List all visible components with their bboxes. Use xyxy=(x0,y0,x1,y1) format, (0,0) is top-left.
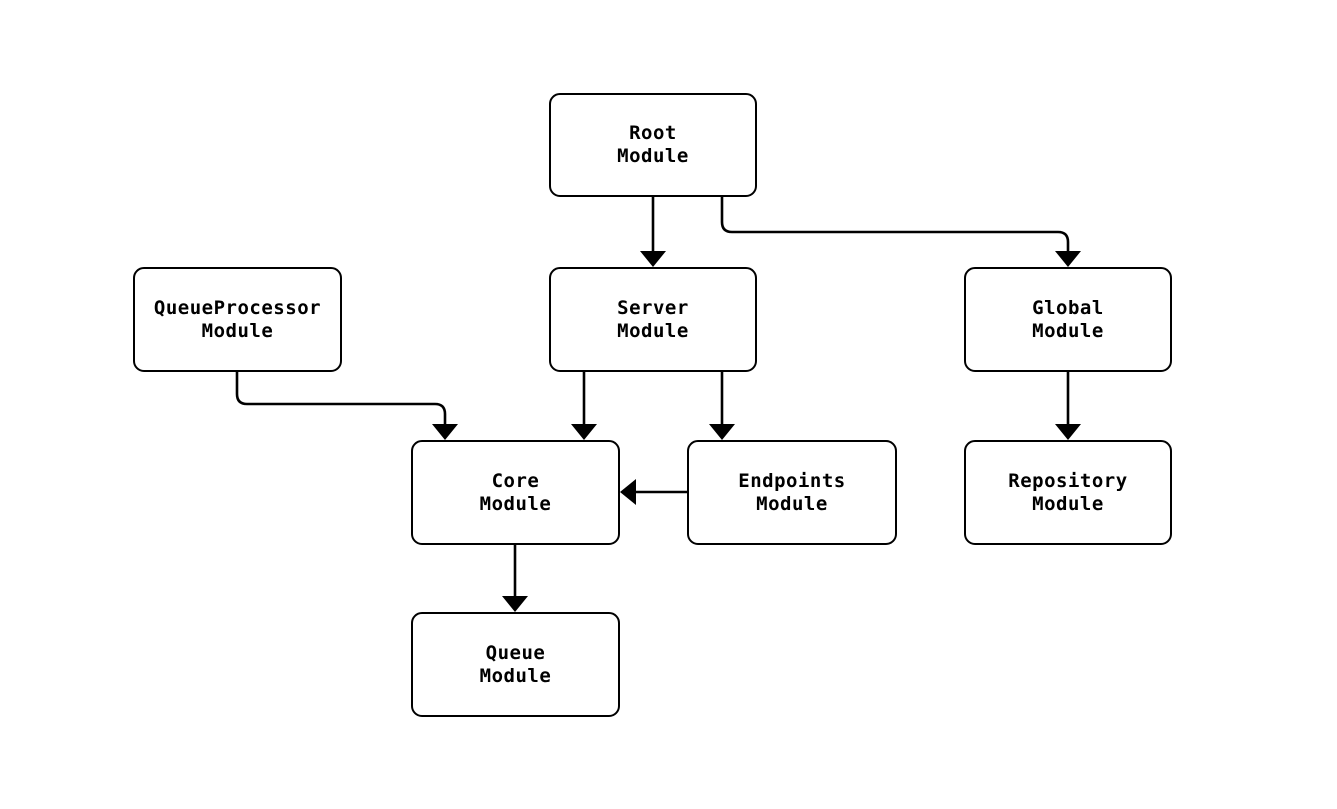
node-queueprocessor-module: QueueProcessor Module xyxy=(133,267,342,372)
node-label-line: Module xyxy=(1032,492,1104,515)
node-label-line: Core xyxy=(491,469,540,492)
edge-root-to-server xyxy=(640,197,666,267)
edge-server-to-core xyxy=(571,372,597,440)
edge-root-to-global xyxy=(720,197,1081,267)
edge-server-to-endpoints xyxy=(709,372,735,440)
node-label-line: Server xyxy=(617,296,689,319)
node-label-line: Repository xyxy=(1008,469,1128,492)
edge-global-to-repository xyxy=(1055,372,1081,440)
node-server-module: Server Module xyxy=(549,267,757,372)
node-repository-module: Repository Module xyxy=(964,440,1172,545)
node-endpoints-module: Endpoints Module xyxy=(687,440,897,545)
node-label-line: Module xyxy=(617,319,689,342)
node-label-line: Module xyxy=(1032,319,1104,342)
node-queue-module: Queue Module xyxy=(411,612,620,717)
node-root-module: Root Module xyxy=(549,93,757,197)
node-global-module: Global Module xyxy=(964,267,1172,372)
node-label-line: QueueProcessor xyxy=(153,296,322,319)
node-label-line: Module xyxy=(479,492,552,515)
node-label-line: Module xyxy=(479,664,552,687)
node-core-module: Core Module xyxy=(411,440,620,545)
node-label-line: Queue xyxy=(485,641,546,664)
node-label-line: Endpoints xyxy=(738,469,846,492)
edge-endpoints-to-core xyxy=(620,479,687,505)
node-label-line: Module xyxy=(617,145,689,167)
edge-queueprocessor-to-core xyxy=(235,372,458,440)
node-label-line: Module xyxy=(756,492,828,515)
node-label-line: Root xyxy=(629,122,677,144)
node-label-line: Global xyxy=(1032,296,1104,319)
node-label-line: Module xyxy=(201,319,274,342)
edge-core-to-queue xyxy=(502,545,528,612)
